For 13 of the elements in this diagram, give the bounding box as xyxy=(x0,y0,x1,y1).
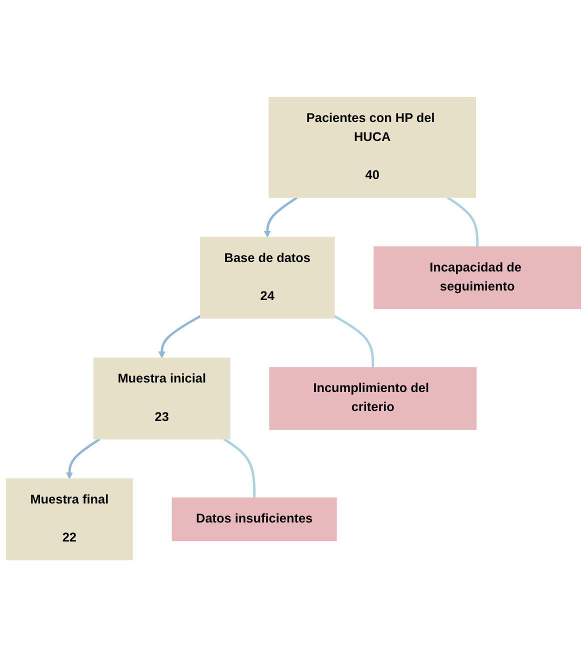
node-box: Pacientes con HP del HUCA 40 xyxy=(268,96,476,198)
node-box: Muestra final 22 xyxy=(6,478,133,560)
connector xyxy=(446,196,479,247)
node-box: Incapacidad de seguimiento xyxy=(374,246,582,310)
connector xyxy=(223,438,256,498)
node-box: Incumplimiento del criterio xyxy=(269,367,477,430)
node-box: Muestra inicial 23 xyxy=(93,358,230,440)
arrow xyxy=(264,196,298,238)
connector xyxy=(334,314,374,368)
arrow xyxy=(158,314,202,358)
node-box: Base de datos 24 xyxy=(200,236,335,319)
arrow xyxy=(66,438,100,479)
node-box: Datos insuficientes xyxy=(172,497,337,542)
